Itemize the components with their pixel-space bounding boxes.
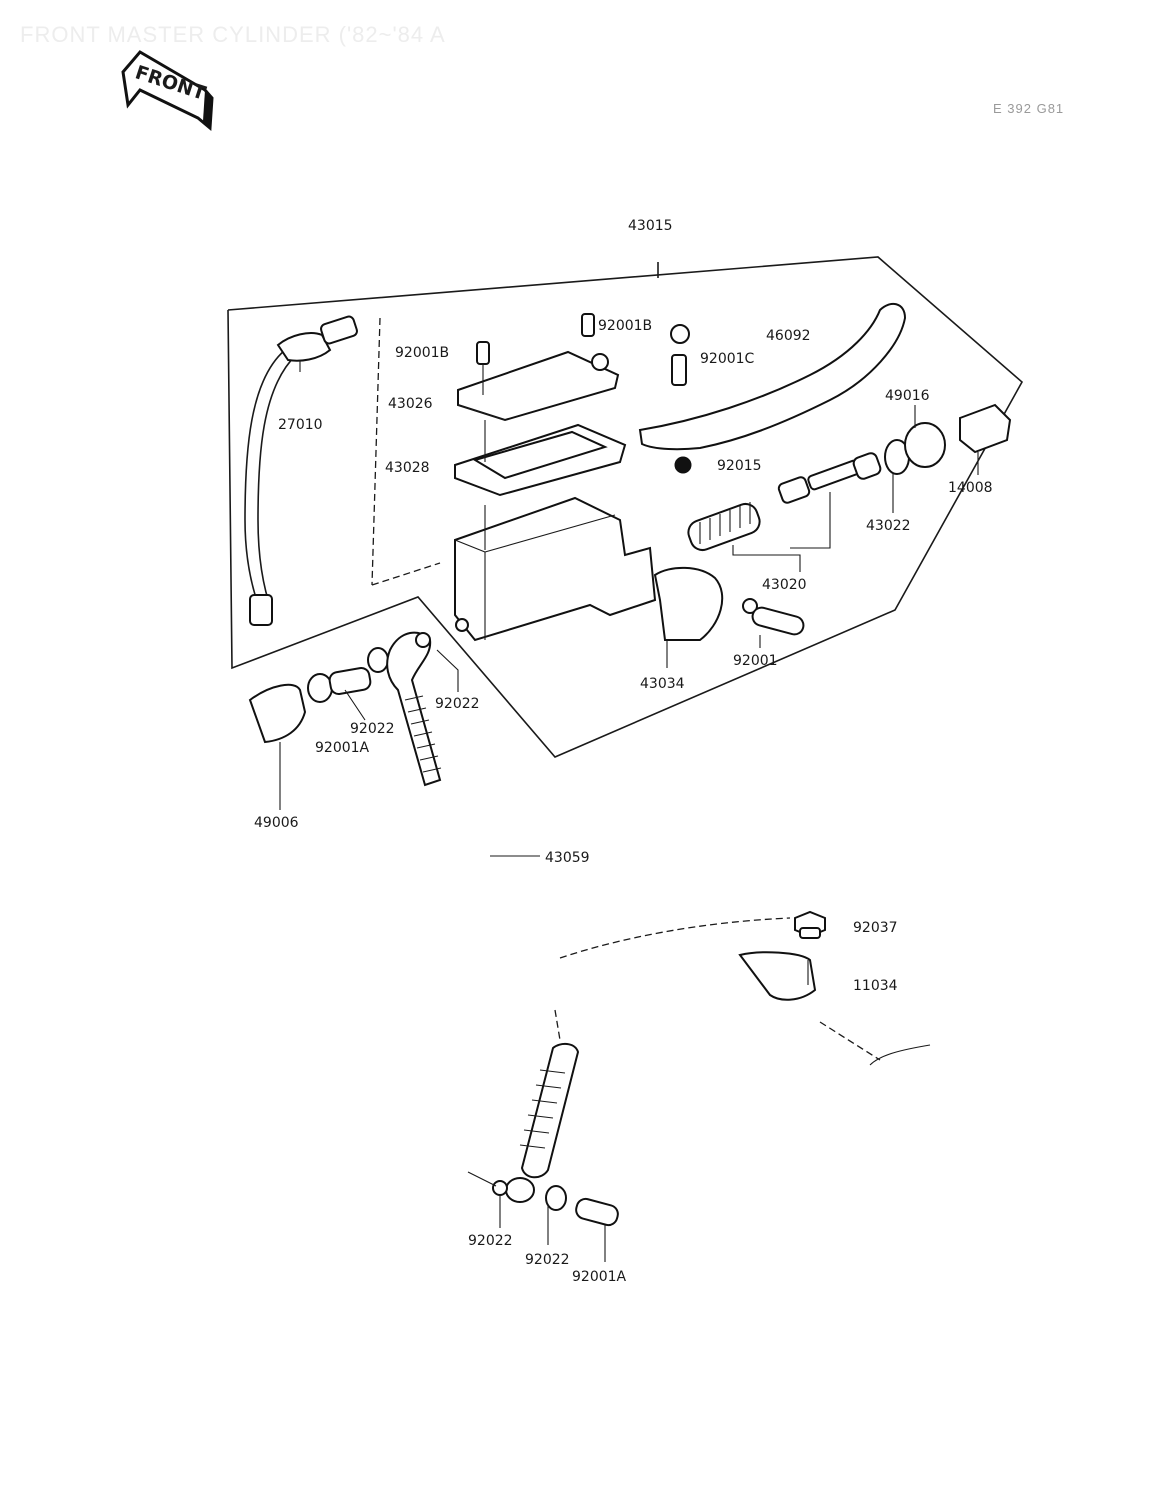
label-92022-upper-left: 92022 bbox=[350, 721, 395, 737]
label-43059: 43059 bbox=[545, 850, 590, 866]
label-49006: 49006 bbox=[254, 815, 299, 831]
part-43028-diaphragm bbox=[454, 420, 627, 497]
label-92037: 92037 bbox=[853, 920, 898, 936]
part-master-cylinder-body bbox=[454, 496, 724, 642]
assembly-outline-43015 bbox=[227, 256, 1024, 758]
label-43034: 43034 bbox=[640, 676, 685, 692]
part-27010-brake-hose bbox=[244, 315, 441, 626]
part-11034-bracket bbox=[738, 951, 931, 1066]
label-92001a-lower: 92001A bbox=[572, 1269, 627, 1285]
label-92001a-upper: 92001A bbox=[315, 740, 370, 756]
label-92022-lower-left: 92022 bbox=[468, 1233, 513, 1249]
label-14008: 14008 bbox=[948, 480, 993, 496]
label-92001c: 92001C bbox=[700, 351, 755, 367]
label-43022: 43022 bbox=[866, 518, 911, 534]
label-46092: 46092 bbox=[766, 328, 811, 344]
front-arrow-badge: FRONT bbox=[121, 50, 214, 132]
label-92015: 92015 bbox=[717, 458, 762, 474]
part-92001b-screw-right bbox=[581, 313, 595, 337]
part-92037-bleeder bbox=[794, 910, 826, 939]
label-92001b-left: 92001B bbox=[395, 345, 449, 361]
part-43020-piston-assembly bbox=[687, 452, 882, 572]
label-49016: 49016 bbox=[885, 388, 930, 404]
part-43026-reservoir-cap bbox=[457, 350, 620, 422]
label-27010: 27010 bbox=[278, 417, 323, 433]
part-92001-clamp-bolt bbox=[742, 598, 805, 648]
part-92001c-pivot-bolt bbox=[670, 324, 690, 386]
label-92022-upper-right: 92022 bbox=[435, 696, 480, 712]
label-43020: 43020 bbox=[762, 577, 807, 593]
part-49016-cover bbox=[904, 405, 946, 468]
label-43015: 43015 bbox=[628, 218, 673, 234]
part-14008-cap bbox=[959, 403, 1012, 475]
label-11034: 11034 bbox=[853, 978, 898, 994]
label-43026: 43026 bbox=[388, 396, 433, 412]
part-banjo-fitting-upper bbox=[248, 631, 459, 810]
label-92001b-right: 92001B bbox=[598, 318, 652, 334]
part-92001b-screw-left bbox=[476, 341, 490, 395]
page-title: FRONT MASTER CYLINDER ('82~'84 A bbox=[20, 22, 446, 47]
part-43059-hose-lower bbox=[467, 855, 791, 1262]
label-92022-lower-right: 92022 bbox=[525, 1252, 570, 1268]
diagram-code: E 392 G81 bbox=[993, 101, 1065, 116]
part-46092-brake-lever bbox=[638, 302, 907, 474]
label-92001: 92001 bbox=[733, 653, 778, 669]
part-43022-dust-seal bbox=[884, 439, 910, 513]
label-43028: 43028 bbox=[385, 460, 430, 476]
